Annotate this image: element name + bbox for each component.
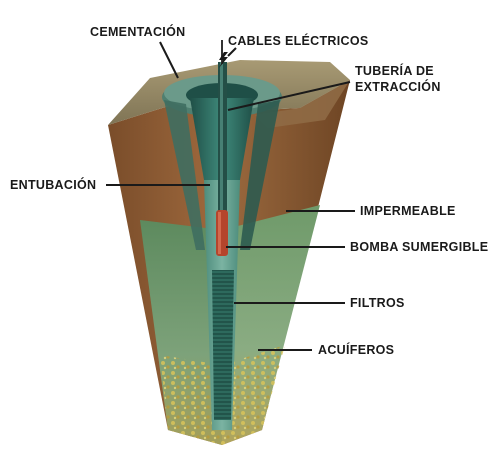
diagram-labels: CEMENTACIÓN CABLES ELÉCTRICOS TUBERÍA DE… <box>10 24 488 357</box>
leader-lines <box>106 41 355 351</box>
submersible-pump <box>216 210 228 256</box>
label-cables-electricos: CABLES ELÉCTRICOS <box>228 33 369 48</box>
gravel-left <box>160 355 222 445</box>
label-tuberia-line2: EXTRACCIÓN <box>355 79 441 94</box>
label-tuberia-line1: TUBERÍA DE <box>355 63 434 78</box>
label-impermeable: IMPERMEABLE <box>360 204 456 218</box>
label-entubacion: ENTUBACIÓN <box>10 177 96 192</box>
cutaway-notch <box>255 80 350 128</box>
leader-tuberia <box>227 81 351 111</box>
label-bomba-sumergible: BOMBA SUMERGIBLE <box>350 240 488 254</box>
label-cementacion: CEMENTACIÓN <box>90 24 185 39</box>
lightning-icon <box>219 52 228 68</box>
label-filtros: FILTROS <box>350 296 405 310</box>
leader-cementacion <box>159 41 179 79</box>
leader-cables <box>227 47 237 57</box>
well-casing <box>190 40 254 430</box>
filter-screen <box>212 270 234 420</box>
gravel-right <box>222 345 285 445</box>
label-acuiferos: ACUÍFEROS <box>318 342 394 357</box>
